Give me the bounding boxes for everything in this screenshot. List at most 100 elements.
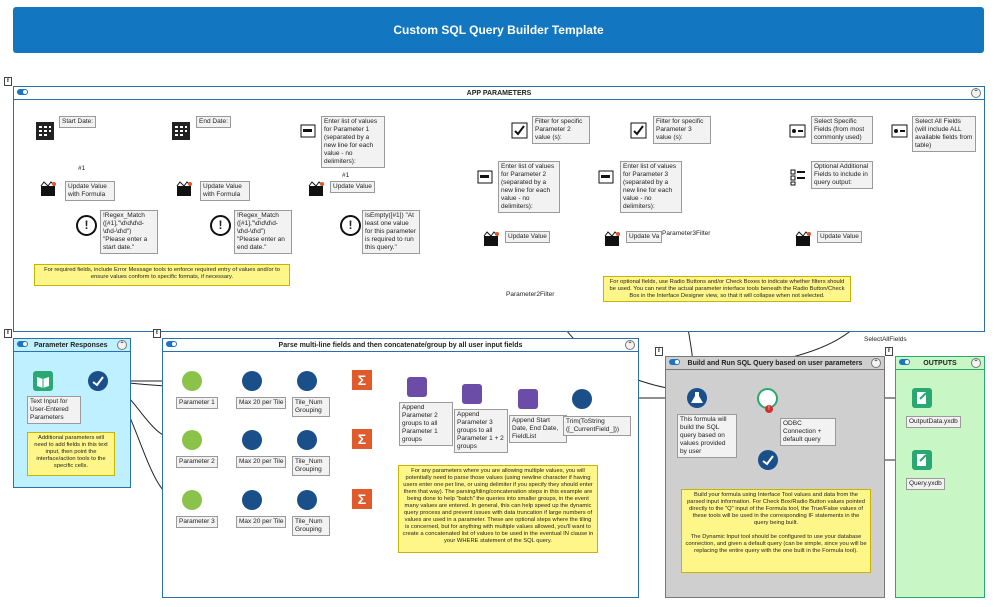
output-data-label: OutputData.yxdb [906,416,961,428]
note-optional-fields: For optional fields, use Radio Buttons a… [603,276,851,302]
summarize-icon[interactable]: Σ [352,370,372,390]
container-title: Build and Run SQL Query based on user pa… [687,359,863,367]
text-to-columns-icon[interactable] [182,371,202,391]
container-toggle[interactable] [899,359,910,365]
collapse-icon[interactable]: ⌃ [625,340,635,350]
hash-label: #1 [78,165,86,172]
comment-badge-icon: f [4,77,12,86]
optional-fields-label: Optional Additional Fields to include in… [811,161,873,189]
text-to-columns-icon[interactable] [182,430,202,450]
hash-label: #1 [342,172,350,179]
outputs-container: OUTPUTS ⌃ [895,356,985,598]
append-fields-icon[interactable] [518,389,538,409]
update-value-label: Update Va [626,231,663,243]
page-title: Custom SQL Query Builder Template [13,7,984,53]
radio-button-icon[interactable] [789,122,807,140]
check-box-icon[interactable] [511,122,529,140]
dynamic-update-icon[interactable] [88,371,108,391]
note-parameter-responses: Additional parameters will need to add f… [27,432,115,476]
tile-icon[interactable] [242,430,262,450]
output-data-icon[interactable] [912,388,932,408]
update-value-formula-label: Update Value with Formula [65,181,115,201]
action-update-icon[interactable] [795,230,813,248]
list-box-icon[interactable] [598,168,616,186]
tile-grouping-icon[interactable] [297,371,317,391]
collapse-icon[interactable]: ⌃ [971,358,981,368]
collapse-icon[interactable]: ⌃ [117,340,127,350]
container-header: APP PARAMETERS ⌃ [14,87,984,100]
parameter-2-label: Parameter 2 [176,456,218,468]
update-value-formula-label: Update Value with Formula [200,181,250,201]
tile-grouping-icon[interactable] [297,490,317,510]
max-tile-label: Max 20 per Tile [236,456,287,468]
text-input-label: Text Input for User-Entered Parameters [27,396,81,424]
enter-list-p1-label: Enter list of values for Parameter 1 (se… [321,116,385,168]
selectallfields-connection-label: SelectAllFields [864,336,907,343]
date-picker-icon[interactable] [172,122,190,140]
update-value-label: Update Value [505,231,550,243]
append-fields-icon[interactable] [462,384,482,404]
checklist-icon[interactable] [790,168,808,186]
container-title: APP PARAMETERS [466,89,532,97]
note-required-fields: For required fields, include Error Messa… [34,264,290,286]
comment-badge-icon: f [153,329,161,338]
action-update-icon[interactable] [308,180,326,198]
check-box-icon[interactable] [630,122,648,140]
action-update-icon[interactable] [483,230,501,248]
multi-field-formula-icon[interactable] [572,389,592,409]
tile-grouping-label: Tile_Num Grouping [292,516,330,536]
append-dates-label: Append Start Date, End Date, FieldList [509,415,567,443]
tile-icon[interactable] [242,371,262,391]
formula-flask-icon[interactable] [687,388,707,408]
action-update-icon[interactable] [604,230,622,248]
collapse-icon[interactable]: ⌃ [971,88,981,98]
error-message-icon[interactable]: ! [210,215,231,236]
text-to-columns-icon[interactable] [182,490,202,510]
odbc-label: ODBC Connection + default query [780,418,836,446]
parameter-1-label: Parameter 1 [176,397,218,409]
container-toggle[interactable] [669,359,680,365]
comment-badge-icon: f [4,329,12,338]
container-title: OUTPUTS [923,359,957,367]
container-toggle[interactable] [166,341,177,347]
list-box-icon[interactable] [477,168,495,186]
error-message-icon[interactable]: ! [76,215,97,236]
end-date-label: End Date: [196,116,231,128]
container-toggle[interactable] [17,89,28,95]
collapse-icon[interactable]: ⌃ [871,358,881,368]
comment-badge-icon: f [655,347,663,356]
summarize-icon[interactable]: Σ [352,429,372,449]
list-box-icon[interactable] [300,122,318,140]
start-date-label: Start Date: [59,116,97,128]
action-update-icon[interactable] [176,180,194,198]
container-header: OUTPUTS ⌃ [896,357,984,370]
formula-label: This formula will build the SQL query ba… [677,414,737,458]
param2filter-connection-label: Parameter2Filter [506,291,555,298]
output-query-label: Query.yxdb [906,478,945,490]
append-p3-label: Append Parameter 3 groups to all Paramet… [454,409,508,453]
action-update-icon[interactable] [40,180,58,198]
append-fields-icon[interactable] [407,377,427,397]
note-build: Build your formula using Interface Tool … [681,489,871,573]
output-data-icon[interactable] [912,450,932,470]
tile-icon[interactable] [242,490,262,510]
text-input-book-icon[interactable] [33,371,53,391]
update-value-label: Update Value [817,231,862,243]
tile-grouping-icon[interactable] [297,430,317,450]
date-picker-icon[interactable] [36,122,54,140]
regex-end-label: !Regex_Match ([#1],"\d\d\d\d-\d\d-\d\d")… [234,210,292,254]
summarize-icon[interactable]: Σ [352,489,372,509]
note-parse: For any parameters where you are allowin… [398,465,598,553]
update-value-label: Update Value [330,181,375,193]
dynamic-select-icon[interactable] [758,450,778,470]
param3filter-connection-label: Parameter3Filter [662,230,711,237]
regex-start-label: !Regex_Match ([#1],"\d\d\d\d-\d\d-\d\d")… [100,210,158,254]
max-tile-label: Max 20 per Tile [236,397,287,409]
error-message-icon[interactable]: ! [340,215,361,236]
tile-grouping-label: Tile_Num Grouping [292,397,330,417]
container-toggle[interactable] [17,341,28,347]
select-fields-label: Select Specific Fields (from most common… [811,116,873,144]
radio-button-icon[interactable] [891,122,909,140]
select-all-label: Select All Fields (will include ALL avai… [912,116,976,152]
trim-formula-label: Trim(ToString ([_CurrentField_])) [563,416,631,436]
